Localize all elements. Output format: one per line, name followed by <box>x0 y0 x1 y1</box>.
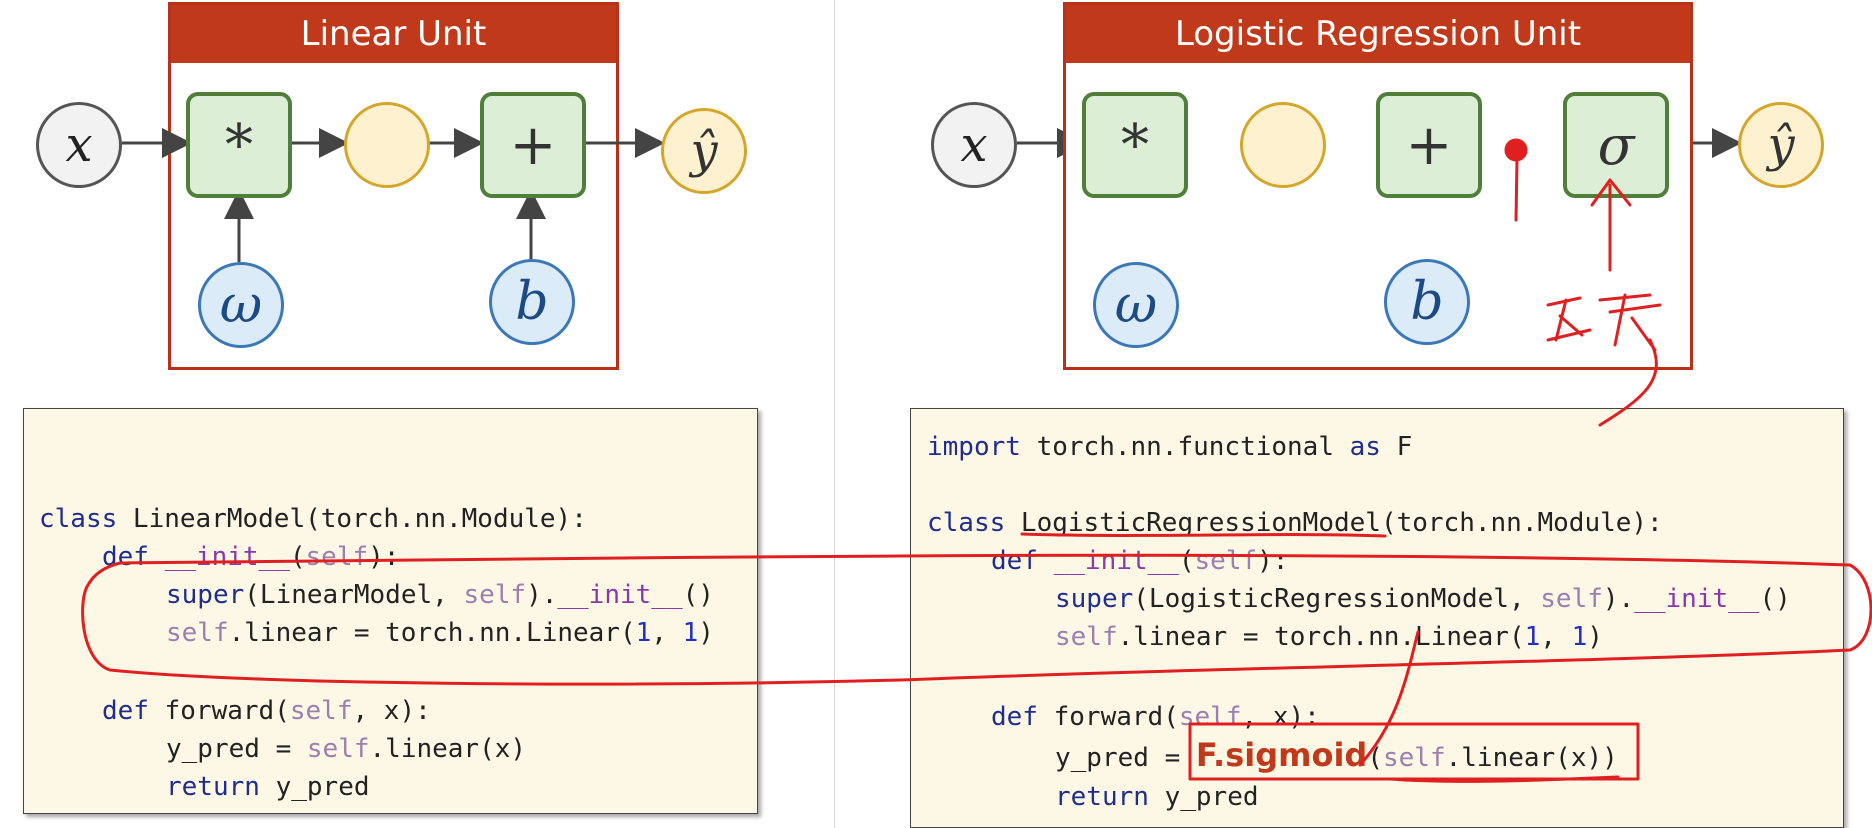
code-text: ) <box>698 618 714 648</box>
code-fsigmoid: F.sigmoid <box>1195 736 1368 774</box>
kw-super: super <box>1055 584 1134 614</box>
center-divider <box>834 0 835 828</box>
kw-import: import <box>927 432 1037 462</box>
linear-model-code-panel: class LinearModel(torch.nn.Module): def … <box>23 408 758 814</box>
code-self: self <box>463 580 527 610</box>
kw-class: class <box>39 504 133 534</box>
kw-super: super <box>166 580 245 610</box>
code-text: ( <box>1178 546 1195 576</box>
code-text: ( <box>289 542 306 572</box>
code-dunder: __init__ <box>1634 584 1760 614</box>
code-text: y_pred = <box>166 734 307 764</box>
code-text: .linear = torch.nn.Linear( <box>1117 622 1525 652</box>
code-text: ( <box>1367 743 1383 773</box>
code-dunder: __init__ <box>1053 546 1179 576</box>
code-text: LogisticRegressionModel(torch.nn.Module)… <box>1020 508 1663 538</box>
code-text: F <box>1396 432 1413 462</box>
code-line-super: super(LogisticRegressionModel, self).__i… <box>1055 581 1791 617</box>
code-text: y_pred <box>1164 782 1259 812</box>
code-self: self <box>166 618 229 648</box>
code-text: () <box>1759 584 1791 614</box>
code-line-class: class LinearModel(torch.nn.Module): <box>39 501 587 537</box>
code-text: .linear(x) <box>369 734 527 764</box>
code-text: (LogisticRegressionModel, <box>1133 584 1541 614</box>
linear-weight-node: ω <box>198 262 284 348</box>
code-dunder: __init__ <box>557 580 683 610</box>
code-line-linear: self.linear = torch.nn.Linear(1, 1) <box>1055 619 1603 655</box>
logistic-bias-node: b <box>1384 259 1470 345</box>
code-text: ): <box>368 542 400 572</box>
logistic-weight-node: ω <box>1093 262 1179 348</box>
code-number: 1 <box>635 618 652 648</box>
code-number: 1 <box>1524 622 1541 652</box>
logistic-x-input-node: x <box>931 102 1017 188</box>
code-text: ) <box>1587 622 1603 652</box>
code-line-super: super(LinearModel, self).__init__() <box>166 577 714 613</box>
kw-def: def <box>102 696 165 726</box>
code-text: .linear(x)) <box>1445 743 1618 773</box>
kw-def: def <box>991 546 1054 576</box>
code-text: ): <box>1257 546 1289 576</box>
code-self: self <box>1382 743 1446 773</box>
code-text: y_pred <box>275 772 370 802</box>
logistic-sigma-node: σ <box>1563 92 1669 198</box>
code-number: 1 <box>682 618 699 648</box>
logistic-unit-title: Logistic Regression Unit <box>1066 5 1690 63</box>
code-text: ). <box>1602 584 1635 614</box>
code-line-return: return y_pred <box>166 769 370 805</box>
logistic-model-code-panel: import torch.nn.functional as F class Lo… <box>910 408 1844 828</box>
code-text: ). <box>526 580 558 610</box>
linear-intermediate-node <box>344 102 430 188</box>
code-text: , <box>651 618 683 648</box>
code-self: self <box>1055 622 1118 652</box>
logistic-add-node: + <box>1376 92 1482 198</box>
code-line-class: class LogisticRegressionModel(torch.nn.M… <box>927 505 1663 541</box>
kw-return: return <box>166 772 276 802</box>
code-text: torch.nn.functional <box>1036 432 1350 462</box>
code-text: forward( <box>164 696 290 726</box>
code-self: self <box>1194 546 1258 576</box>
code-self: self <box>289 696 353 726</box>
code-text: , <box>1540 622 1572 652</box>
code-dunder: __init__ <box>164 542 290 572</box>
code-line-linear: self.linear = torch.nn.Linear(1, 1) <box>166 615 714 651</box>
logistic-intermediate-node <box>1240 102 1326 188</box>
code-line-ypred: y_pred = F.sigmoid(self.linear(x)) <box>1055 737 1618 773</box>
code-text: , x): <box>352 696 431 726</box>
linear-unit-title: Linear Unit <box>171 5 616 63</box>
linear-yhat-output-node: ŷ <box>661 108 747 194</box>
code-line-init-def: def __init__(self): <box>102 539 399 575</box>
code-line-return: return y_pred <box>1055 779 1259 815</box>
kw-return: return <box>1055 782 1165 812</box>
code-text: y_pred = <box>1055 743 1196 773</box>
linear-bias-node: b <box>489 259 575 345</box>
kw-as: as <box>1349 432 1397 462</box>
code-text: forward( <box>1053 702 1179 732</box>
linear-multiply-node: * <box>186 92 292 198</box>
code-line-ypred: y_pred = self.linear(x) <box>166 731 526 767</box>
linear-x-input-node: x <box>36 102 122 188</box>
code-line-init-def: def __init__(self): <box>991 543 1288 579</box>
code-line-forward-def: def forward(self, x): <box>991 699 1320 735</box>
code-line-import: import torch.nn.functional as F <box>927 429 1412 465</box>
logistic-multiply-node: * <box>1082 92 1188 198</box>
code-line-forward-def: def forward(self, x): <box>102 693 431 729</box>
linear-add-node: + <box>480 92 586 198</box>
code-number: 1 <box>1571 622 1588 652</box>
logistic-yhat-output-node: ŷ <box>1738 102 1824 188</box>
code-self: self <box>1178 702 1242 732</box>
kw-def: def <box>991 702 1054 732</box>
kw-class: class <box>927 508 1021 538</box>
kw-def: def <box>102 542 165 572</box>
code-text: (LinearModel, <box>244 580 464 610</box>
code-text: , x): <box>1241 702 1320 732</box>
code-self: self <box>305 542 369 572</box>
code-text: () <box>682 580 714 610</box>
code-self: self <box>306 734 370 764</box>
code-text: LinearModel(torch.nn.Module): <box>132 504 587 534</box>
code-text: .linear = torch.nn.Linear( <box>228 618 636 648</box>
code-self: self <box>1540 584 1603 614</box>
